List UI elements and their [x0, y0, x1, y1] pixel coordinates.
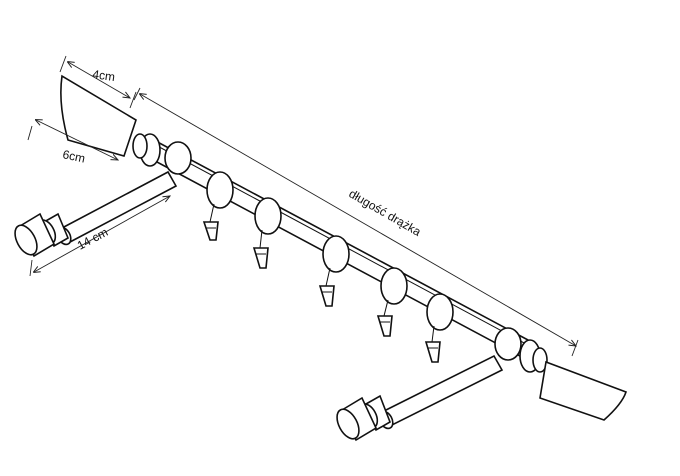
ring-2: [252, 197, 282, 269]
finial-top-width-label: 4cm: [92, 67, 116, 84]
ring-1: [202, 171, 234, 241]
right-finial: [539, 360, 628, 421]
ring-3: [318, 235, 350, 307]
left-finial: [60, 74, 137, 157]
finial-end-width-label: 6cm: [61, 147, 86, 165]
dimension-finial-top: 4cm: [59, 55, 137, 109]
dimension-finial-end: 6cm: [27, 120, 118, 166]
ring-5: [424, 293, 454, 363]
right-bracket-head: [494, 327, 548, 373]
right-bracket: [336, 354, 504, 442]
ring-4: [376, 267, 408, 337]
dimension-rod-length: długość drążka: [133, 87, 579, 357]
rod-length-label: długość drążka: [347, 186, 424, 239]
